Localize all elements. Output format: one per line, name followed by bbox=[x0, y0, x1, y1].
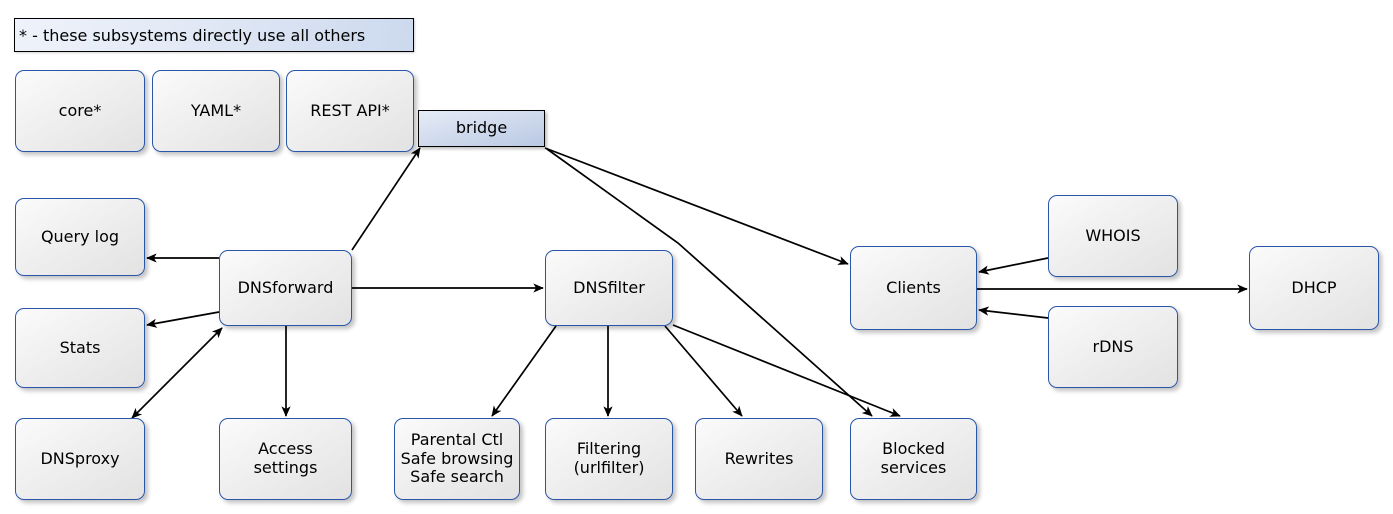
node-bridge[interactable]: bridge bbox=[418, 110, 545, 147]
node-label-bridge: bridge bbox=[455, 118, 508, 138]
legend-note: * - these subsystems directly use all ot… bbox=[14, 18, 414, 52]
edge-dnsfilter-rewrites bbox=[664, 325, 743, 417]
node-label-querylog: Query log bbox=[40, 226, 120, 246]
edge-dnsforward-bridge bbox=[351, 147, 421, 251]
node-yaml[interactable]: YAML* bbox=[152, 70, 280, 152]
edge-dnsfilter-blocked bbox=[672, 324, 901, 417]
node-rdns[interactable]: rDNS bbox=[1048, 306, 1178, 388]
node-parental[interactable]: Parental Ctl Safe browsing Safe search bbox=[394, 418, 520, 500]
legend-text: * - these subsystems directly use all ot… bbox=[19, 25, 366, 45]
edge-rdns-clients bbox=[978, 306, 1049, 319]
edge-bridge-clients bbox=[544, 147, 849, 265]
node-label-whois: WHOIS bbox=[1085, 225, 1141, 245]
node-core[interactable]: core* bbox=[15, 70, 145, 152]
node-filtering[interactable]: Filtering (urlfilter) bbox=[545, 418, 673, 500]
node-dnsproxy[interactable]: DNSproxy bbox=[15, 418, 145, 500]
node-label-rdns: rDNS bbox=[1092, 336, 1134, 356]
edge-whois-clients bbox=[978, 257, 1049, 275]
node-label-filtering: Filtering (urlfilter) bbox=[573, 439, 645, 477]
node-whois[interactable]: WHOIS bbox=[1048, 195, 1178, 277]
node-label-blocked: Blocked services bbox=[880, 439, 947, 477]
node-label-dnsforward: DNSforward bbox=[237, 277, 334, 297]
node-label-yaml: YAML* bbox=[190, 100, 242, 120]
node-dhcp[interactable]: DHCP bbox=[1249, 246, 1379, 330]
node-label-clients: Clients bbox=[886, 277, 941, 297]
node-label-rewrites: Rewrites bbox=[724, 448, 794, 468]
edge-dnsproxy-dnsforward bbox=[131, 327, 223, 419]
node-access[interactable]: Access settings bbox=[219, 418, 352, 500]
edge-dnsfilter-parental bbox=[491, 325, 557, 417]
node-querylog[interactable]: Query log bbox=[15, 198, 145, 276]
node-label-restapi: REST API* bbox=[310, 100, 390, 120]
node-label-stats: Stats bbox=[59, 337, 101, 357]
node-label-access: Access settings bbox=[253, 439, 318, 477]
node-dnsforward[interactable]: DNSforward bbox=[219, 250, 352, 326]
edge-dnsforward-stats bbox=[146, 311, 220, 328]
node-rewrites[interactable]: Rewrites bbox=[695, 418, 823, 500]
node-label-dnsproxy: DNSproxy bbox=[40, 448, 120, 468]
node-label-parental: Parental Ctl Safe browsing Safe search bbox=[400, 429, 514, 487]
node-blocked[interactable]: Blocked services bbox=[850, 418, 977, 500]
node-stats[interactable]: Stats bbox=[15, 308, 145, 388]
node-dnsfilter[interactable]: DNSfilter bbox=[545, 250, 673, 326]
node-label-dhcp: DHCP bbox=[1291, 277, 1337, 297]
node-label-core: core* bbox=[58, 100, 102, 120]
node-restapi[interactable]: REST API* bbox=[286, 70, 414, 152]
node-label-dnsfilter: DNSfilter bbox=[573, 277, 645, 297]
node-clients[interactable]: Clients bbox=[850, 246, 977, 330]
